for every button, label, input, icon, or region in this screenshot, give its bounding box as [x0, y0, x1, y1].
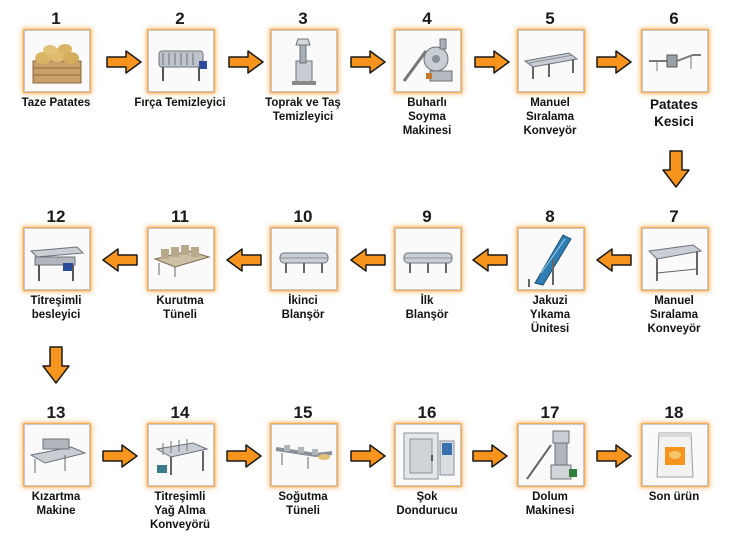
product-bag-image — [642, 424, 708, 486]
step-10: 10 İkinci Blanşör — [253, 207, 353, 321]
step-7: 7 Manuel Sıralama Konveyör — [624, 207, 724, 335]
step-11: 11 Kurutma Tüneli — [130, 207, 230, 321]
sorting-conveyor-image — [642, 228, 708, 290]
step-3: 3 Toprak ve Taş Temizleyici — [253, 9, 353, 124]
step-label: Toprak ve Taş Temizleyici — [265, 97, 341, 123]
arrow-right-icon — [102, 444, 138, 468]
arrow-right-icon — [228, 50, 264, 74]
arrow-down-icon — [42, 346, 70, 384]
step-label: Soğutma Tüneli — [278, 491, 328, 517]
sorting-conveyor-image — [518, 30, 584, 92]
vibrating-feeder-image — [24, 228, 90, 290]
arrow-right-icon — [350, 444, 386, 468]
brush-cleaner-image — [148, 30, 214, 92]
step-label: Dolum Makinesi — [525, 491, 575, 517]
step-label: Kurutma Tüneli — [156, 295, 204, 321]
fryer-image — [24, 424, 90, 486]
step-label: Taze Patates — [21, 97, 91, 109]
arrow-right-icon — [226, 444, 262, 468]
step-6: 6 Patates Kesici — [624, 9, 724, 129]
step-number: 17 — [540, 403, 560, 422]
step-number: 8 — [545, 207, 555, 226]
potato-cutter-image — [642, 30, 708, 92]
second-blancher-image — [271, 228, 337, 290]
step-8: 8 Jakuzi Yıkama Ünitesi — [500, 207, 600, 335]
step-2: 2 Fırça Temizleyici — [130, 9, 230, 110]
step-12: 12 Titreşimli besleyici — [6, 207, 106, 321]
step-label: Patates Kesici — [649, 97, 699, 129]
arrow-left-icon — [350, 248, 386, 272]
drying-tunnel-image — [148, 228, 214, 290]
step-label: Titreşimli Yağ Alma Konveyörü — [149, 491, 211, 531]
step-16: 16 Şok Dondurucu — [377, 403, 477, 517]
arrow-right-icon — [350, 50, 386, 74]
step-5: 5 Manuel Sıralama Konveyör — [500, 9, 600, 137]
arrow-left-icon — [472, 248, 508, 272]
step-18: 18 Son ürün — [624, 403, 724, 503]
step-number: 14 — [170, 403, 190, 422]
step-number: 6 — [669, 9, 679, 28]
step-label: Son ürün — [648, 491, 700, 503]
arrow-right-icon — [474, 50, 510, 74]
step-number: 11 — [171, 207, 189, 226]
arrow-left-icon — [102, 248, 138, 272]
step-label: Manuel Sıralama Konveyör — [523, 97, 577, 137]
step-label: Buharlı Soyma Makinesi — [402, 97, 452, 137]
deoiling-conveyor-image — [148, 424, 214, 486]
arrow-left-icon — [596, 248, 632, 272]
filling-machine-image — [518, 424, 584, 486]
step-number: 4 — [422, 9, 432, 28]
step-label: İlk Blanşör — [405, 295, 449, 321]
step-label: Manuel Sıralama Konveyör — [647, 295, 701, 335]
step-number: 16 — [417, 403, 437, 422]
step-label: İkinci Blanşör — [281, 295, 325, 321]
steam-peeler-image — [395, 30, 461, 92]
step-label: Fırça Temizleyici — [134, 97, 226, 109]
step-9: 9 İlk Blanşör — [377, 207, 477, 321]
step-number: 18 — [664, 403, 684, 422]
step-17: 17 Dolum Makinesi — [500, 403, 600, 517]
step-number: 13 — [46, 403, 66, 422]
step-14: 14 Titreşimli Yağ Alma Konveyörü — [130, 403, 230, 531]
arrow-left-icon — [226, 248, 262, 272]
step-number: 10 — [293, 207, 313, 226]
jacuzzi-washer-image — [518, 228, 584, 290]
fresh-potatoes-image — [24, 30, 90, 92]
step-4: 4 Buharlı Soyma Makinesi — [377, 9, 477, 137]
arrow-right-icon — [472, 444, 508, 468]
cooling-tunnel-image — [271, 424, 337, 486]
step-number: 1 — [51, 9, 61, 28]
shock-freezer-image — [395, 424, 461, 486]
first-blancher-image — [395, 228, 461, 290]
step-15: 15 Soğutma Tüneli — [253, 403, 353, 517]
step-1: 1 Taze Patates — [6, 9, 106, 110]
step-number: 15 — [293, 403, 313, 422]
arrow-right-icon — [596, 444, 632, 468]
step-13: 13 Kızartma Makine — [6, 403, 106, 517]
step-number: 2 — [175, 9, 185, 28]
arrow-down-icon — [662, 150, 690, 188]
step-label: Titreşimli besleyici — [30, 295, 82, 321]
step-label: Şok Dondurucu — [396, 491, 458, 517]
arrow-right-icon — [596, 50, 632, 74]
arrow-right-icon — [106, 50, 142, 74]
soil-stone-cleaner-image — [271, 30, 337, 92]
step-number: 3 — [298, 9, 308, 28]
step-label: Kızartma Makine — [31, 491, 81, 517]
step-number: 7 — [669, 207, 679, 226]
step-number: 9 — [422, 207, 432, 226]
step-number: 12 — [46, 207, 66, 226]
step-number: 5 — [545, 9, 555, 28]
step-label: Jakuzi Yıkama Ünitesi — [529, 295, 571, 335]
